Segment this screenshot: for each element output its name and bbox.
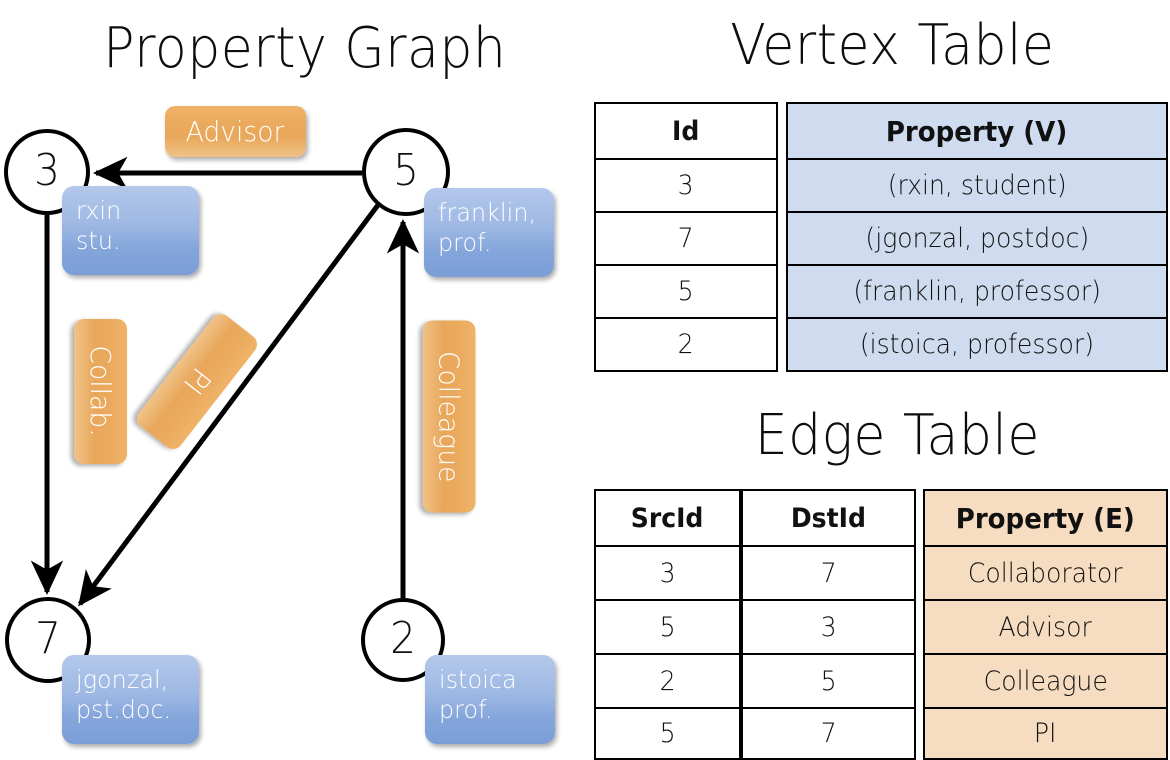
property-graph-canvas [30,156,420,607]
table-row: (jgonzal, postdoc) [788,213,1166,266]
graph-node-5-label: 5 [393,145,419,196]
table-row: (rxin, student) [788,160,1166,213]
vertex-property-box-2: istoica prof. [425,655,555,744]
property-graph-title: Property Graph [103,16,507,81]
table-row: 5 [596,601,739,655]
table-row: (istoica, professor) [859,329,1095,360]
table-row: 7 [596,213,776,266]
table-row: (franklin, professor) [788,266,1166,319]
graph-node-2[interactable]: 2 [361,598,445,682]
table-row: 3 [743,601,914,655]
vertex-table-property-column: Property (V) (rxin, student) (jgonzal, p… [786,102,1168,372]
vertex-table-title: Vertex Table [730,13,1055,78]
table-row: 7 [743,547,914,601]
vertex-property-box-3: rxin stu. [62,186,199,275]
edge-table-property-column: Property (E) Collaborator Advisor Collea… [923,489,1168,760]
table-row: 3 [596,160,776,213]
table-row: 2 [596,655,739,709]
vertex-property-7-line1: jgonzal, [76,665,169,694]
vertex-property-5-line2: prof. [438,227,492,257]
table-row: 2 [678,329,694,360]
vertex-property-box-5: franklin, prof. [424,188,554,277]
vertex-property-box-7: jgonzal, pst.doc. [62,655,199,744]
edge-table-header-srcid: SrcId [596,491,739,547]
vertex-property-2-line1: istoica [439,665,517,694]
edge-table-header-dstid: DstId [743,491,914,547]
graph-node-5[interactable]: 5 [362,128,450,216]
vertex-property-3-line2: stu. [76,225,121,255]
table-row: Colleague [925,655,1166,709]
edge-table-header-property: Property (E) [925,491,1166,547]
edge-table-dstid-column: DstId 7 3 5 7 [741,489,916,760]
table-row: 5 [596,266,776,319]
edge-table-srcid-column: SrcId 3 5 2 5 [594,489,741,760]
table-row: Collaborator [925,547,1166,601]
graph-node-7-label: 7 [35,613,61,664]
vertex-property-3-line1: rxin [76,196,122,225]
edge-line-5-7 [77,203,381,607]
table-row: Advisor [925,601,1166,655]
table-row: 5 [659,718,676,749]
vertex-property-7-line2: pst.doc. [76,694,172,724]
vertex-property-5-line1: franklin, [438,198,537,227]
table-row: 3 [596,547,739,601]
edge-badge-advisor-label: Advisor [186,115,285,148]
table-row: PI [1034,718,1057,749]
table-row: 7 [820,718,837,749]
vertex-table-header-id: Id [596,104,776,160]
table-row: 5 [743,655,914,709]
graph-node-2-label: 2 [390,613,416,664]
vertex-property-2-line2: prof. [439,694,493,724]
edge-badge-advisor: Advisor [165,106,306,157]
vertex-table-header-property: Property (V) [788,104,1166,160]
graph-node-3-label: 3 [34,145,60,196]
vertex-table-id-column: Id 3 7 5 2 [594,102,778,372]
edge-table-title: Edge Table [754,403,1040,468]
